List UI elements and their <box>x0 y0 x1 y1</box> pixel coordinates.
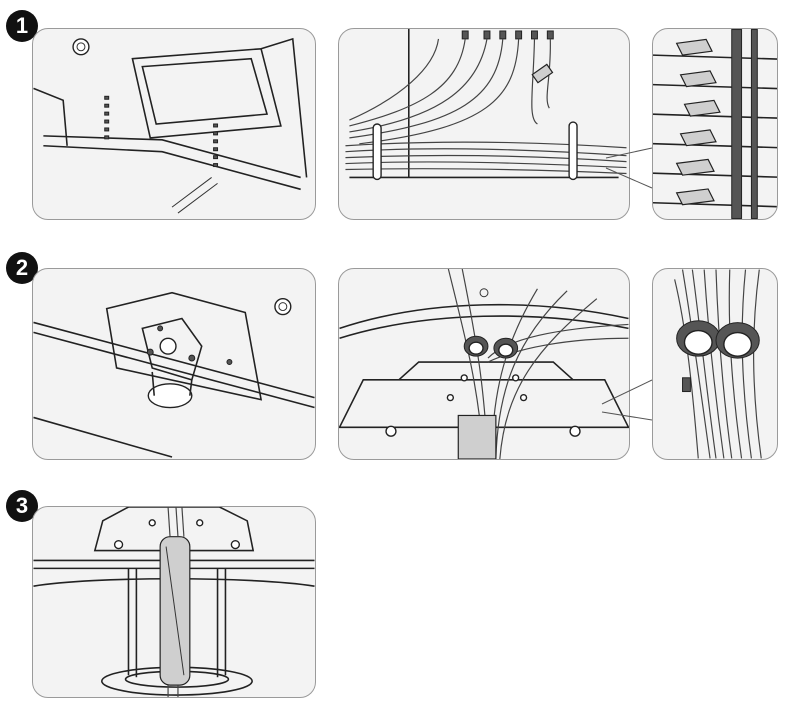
step-1-badge: 1 <box>6 10 38 42</box>
cable-cover-illustration <box>32 506 316 698</box>
cable-tie-closeup <box>652 268 778 460</box>
cables-routed-illustration <box>338 28 630 220</box>
tv-back-panel-illustration <box>32 28 316 220</box>
step-2-badge: 2 <box>6 252 38 284</box>
step-3-badge: 3 <box>6 490 38 522</box>
cable-ties-at-stand-illustration <box>338 268 630 460</box>
stand-rear-illustration <box>32 268 316 460</box>
cable-holder-closeup <box>652 28 778 220</box>
